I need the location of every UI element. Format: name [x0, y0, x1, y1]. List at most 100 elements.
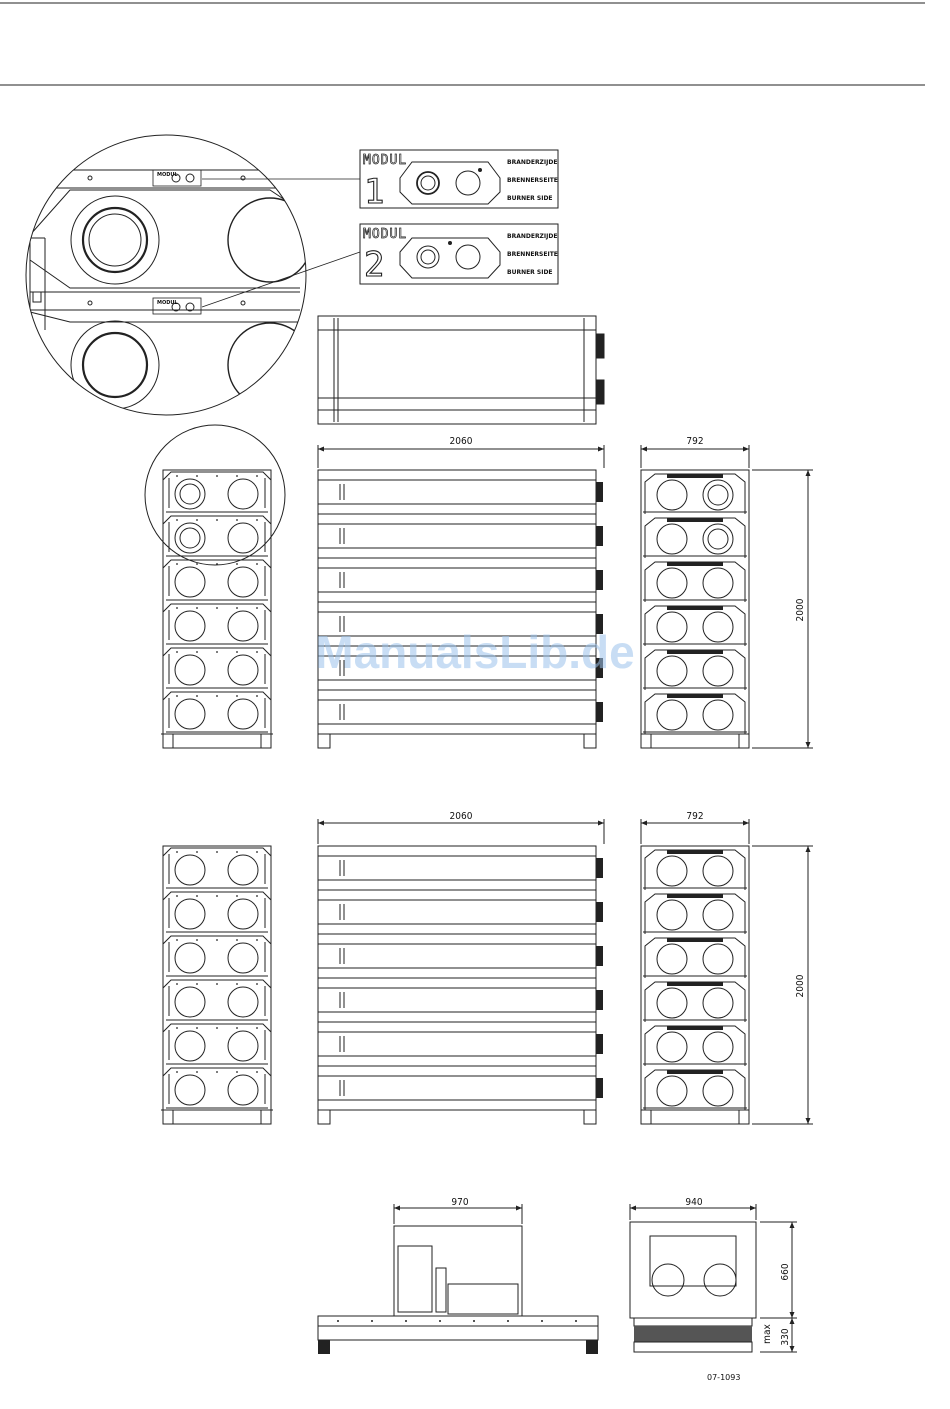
dim-base-length: 970 — [451, 1197, 468, 1208]
svg-text:MODUL: MODUL — [363, 227, 407, 242]
bolt-dot — [337, 1320, 339, 1322]
module-section — [163, 936, 271, 978]
detail-marker-circle — [145, 425, 285, 565]
flue-opening-circle — [228, 523, 258, 553]
module-frame — [645, 650, 745, 690]
bolt-dot — [176, 607, 178, 609]
bolt-dot — [256, 607, 258, 609]
module-frame — [163, 892, 271, 934]
burner-opening-circle — [708, 485, 728, 505]
bolt-dot — [176, 651, 178, 653]
bolt-dot — [216, 983, 218, 985]
module-frame — [645, 894, 745, 934]
bolt-dot — [236, 851, 238, 853]
bolt-dot — [196, 563, 198, 565]
bolt-dot — [176, 695, 178, 697]
flue-opening-circle — [657, 1076, 687, 1106]
module-section — [643, 894, 747, 934]
module-frame — [163, 848, 271, 890]
flue-opening-circle — [657, 656, 687, 686]
flue-opening-circle — [175, 1075, 205, 1105]
module-frame — [645, 562, 745, 602]
flue-collector-bar — [667, 694, 723, 698]
dim-base-height: 660 — [780, 1263, 791, 1280]
frame-top-rail — [634, 1318, 752, 1326]
arrow-head — [641, 447, 647, 452]
bolt-dot — [541, 1320, 543, 1322]
flue-opening-circle — [703, 900, 733, 930]
flue-opening-circle — [175, 567, 205, 597]
bolt-dot — [216, 939, 218, 941]
module-section — [643, 1070, 747, 1110]
flue-connector — [596, 990, 603, 1010]
bolt-dot — [236, 1071, 238, 1073]
bolt-dot — [216, 895, 218, 897]
svg-text:BRANDERZIJDE: BRANDERZIJDE — [507, 233, 557, 240]
flue-connector — [596, 902, 603, 922]
flue-opening-circle — [175, 655, 205, 685]
module-section — [163, 848, 271, 890]
flue-collector-bar — [667, 1070, 723, 1074]
bolt-dot — [216, 651, 218, 653]
bolt-dot — [256, 475, 258, 477]
flue-opening-circle — [703, 988, 733, 1018]
bolt-dot — [236, 939, 238, 941]
bolt-dot — [196, 475, 198, 477]
frame-foot-left — [318, 1340, 330, 1354]
flue-opening-circle — [228, 855, 258, 885]
module-frame — [163, 472, 271, 514]
burner-upper — [650, 1236, 736, 1286]
foot-right — [739, 734, 749, 748]
arrow-head — [516, 1206, 522, 1211]
module-section — [163, 1024, 271, 1066]
module-section — [643, 938, 747, 978]
dim-top-length: 2060 — [450, 436, 473, 447]
bolt-dot — [236, 519, 238, 521]
module-section — [643, 518, 747, 558]
bolt-dot — [236, 651, 238, 653]
base-frame-side-view — [318, 1226, 598, 1354]
arrow-head — [806, 846, 811, 852]
module-body — [318, 1022, 596, 1066]
foot-left — [641, 1110, 651, 1124]
module-body — [318, 846, 596, 890]
frame-block — [634, 1326, 752, 1342]
bolt-dot — [216, 475, 218, 477]
burner-opening-circle — [652, 1264, 684, 1296]
module-section — [318, 934, 603, 978]
boiler-stack-views — [161, 470, 756, 1354]
module-body — [318, 1066, 596, 1110]
bolt-dot — [216, 1027, 218, 1029]
module-frame — [645, 694, 745, 734]
bolt-dot — [176, 983, 178, 985]
svg-text:MODUL: MODUL — [157, 300, 178, 306]
bolt-dot — [256, 895, 258, 897]
module-frame — [645, 474, 745, 514]
module-section — [163, 692, 271, 734]
module-section — [318, 1066, 603, 1110]
flue-opening-circle — [703, 656, 733, 686]
module-body — [318, 558, 596, 602]
module-section — [163, 472, 271, 514]
bolt-dot — [196, 895, 198, 897]
module-section — [318, 978, 603, 1022]
foot-left — [318, 734, 330, 748]
flue-opening-circle — [657, 612, 687, 642]
bolt-dot — [216, 519, 218, 521]
svg-text:BRENNERSEITE: BRENNERSEITE — [507, 251, 558, 258]
flue-opening-circle — [228, 611, 258, 641]
bolt-dot — [236, 983, 238, 985]
dim-base-max-label: max — [762, 1324, 773, 1344]
flue-collector-bar — [667, 606, 723, 610]
module-body — [318, 470, 596, 514]
bolt-dot — [216, 851, 218, 853]
flue-collector-bar — [667, 938, 723, 942]
bolt-dot — [216, 1071, 218, 1073]
bolt-dot — [196, 1071, 198, 1073]
flue-opening-circle — [228, 1075, 258, 1105]
module-section — [163, 980, 271, 1022]
bolt-dot — [236, 695, 238, 697]
module-frame — [645, 1026, 745, 1066]
module-section — [643, 606, 747, 646]
burner-flange — [436, 1268, 446, 1312]
